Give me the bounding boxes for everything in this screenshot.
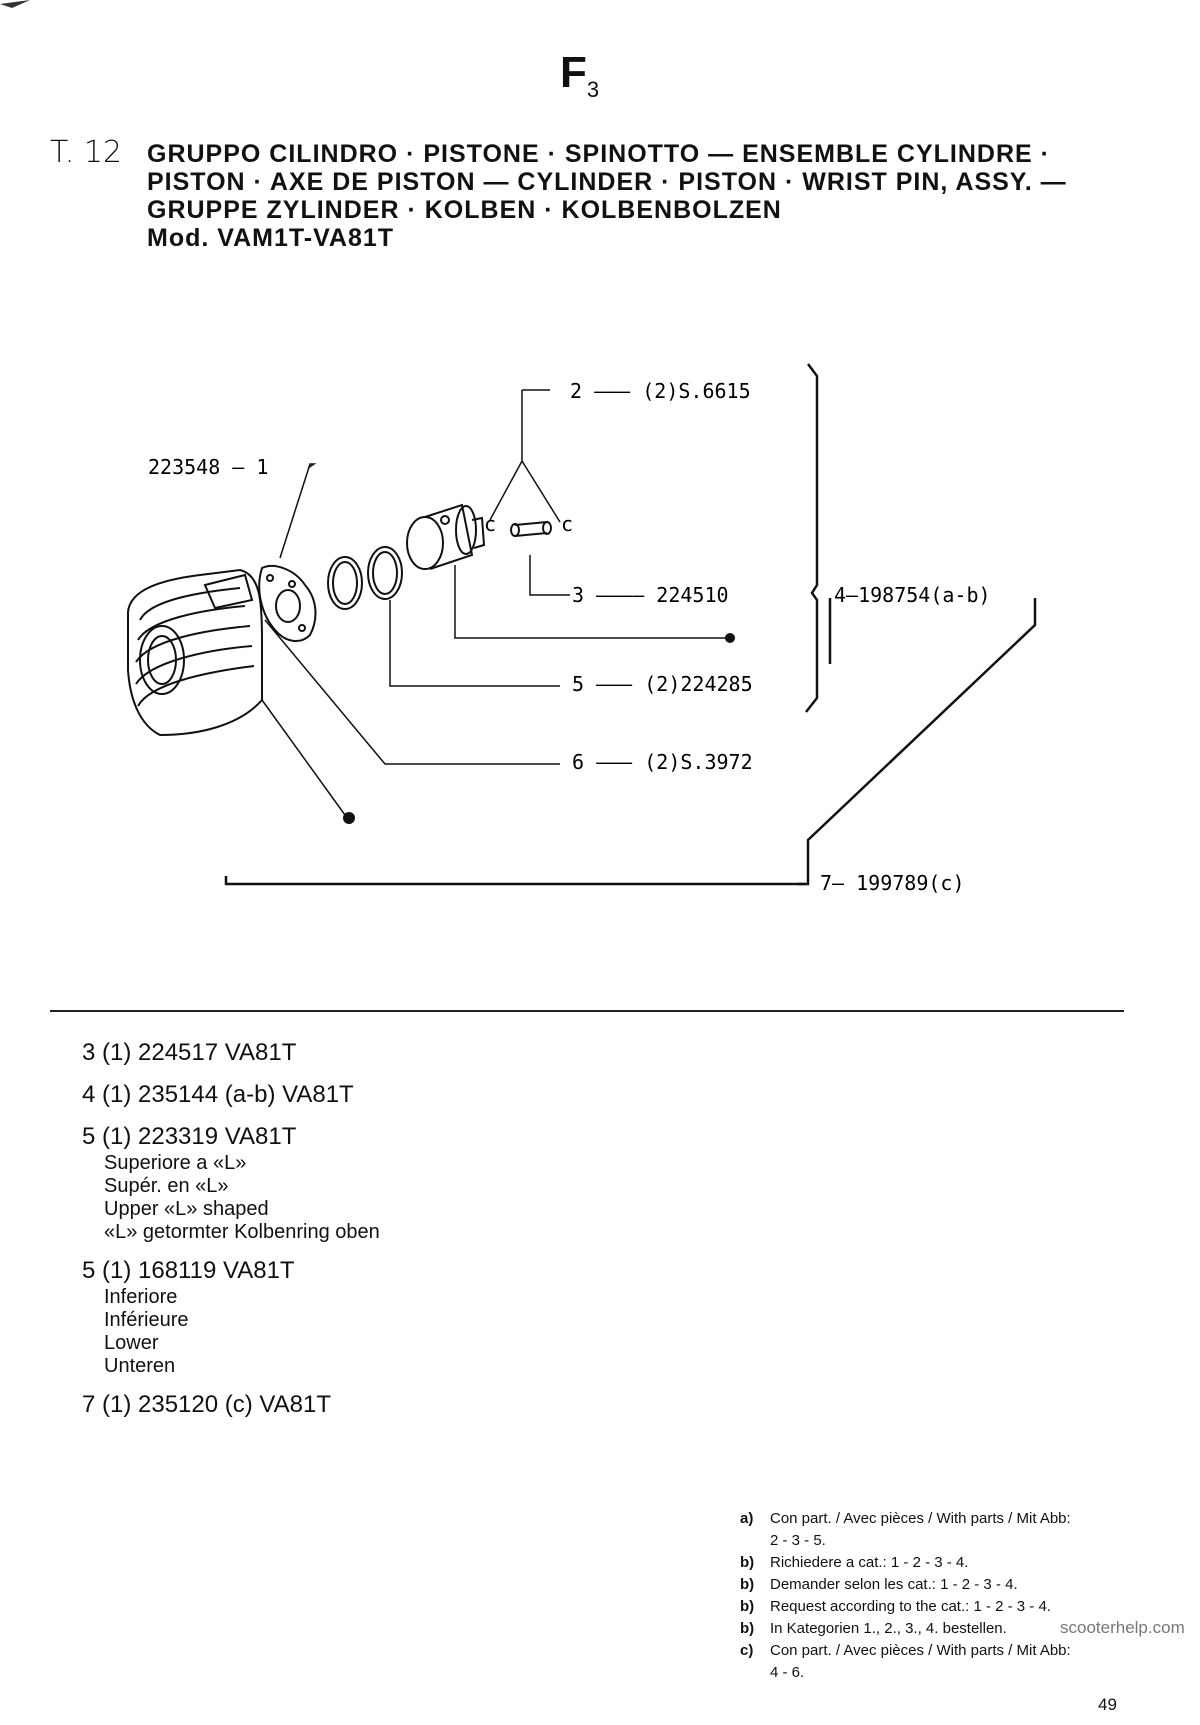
footnote-text: Con part. / Avec pièces / With parts / M… <box>770 1642 1071 1681</box>
footnote-text: Con part. / Avec pièces / With parts / M… <box>770 1510 1071 1549</box>
variant-description: Unteren <box>104 1355 176 1377</box>
title-line: PISTON · AXE DE PISTON — CYLINDER · PIST… <box>147 168 1067 196</box>
variant-description: Upper «L» shaped <box>104 1198 269 1220</box>
variant-list: 3 (1) 224517 VA81T 4 (1) 235144 (a-b) VA8… <box>82 1038 682 1432</box>
section-number: 3 <box>586 76 600 102</box>
gasket-drawing <box>258 565 317 642</box>
exploded-parts-diagram: c c 223548 — 1 2 ——— (2)S.6615 3 ———— 22… <box>127 363 1037 895</box>
footnote-key: b) <box>740 1598 755 1615</box>
wrist-pin-drawing <box>510 521 552 537</box>
piston-ring-drawing <box>327 556 363 610</box>
callout-1: 223548 — 1 <box>148 455 268 479</box>
footnote-key: b) <box>740 1576 755 1593</box>
section-code: F3 <box>560 48 599 103</box>
footnote: c) Con part. / Avec pièces / With parts /… <box>740 1640 1200 1684</box>
variant-code: 5 (1) 168119 VA81T <box>82 1257 295 1284</box>
divider <box>50 1010 1124 1012</box>
title-line: GRUPPO CILINDRO · PISTONE · SPINOTTO — E… <box>147 140 1050 168</box>
variant-code: 5 (1) 223319 VA81T <box>82 1123 297 1150</box>
callout-2: 2 ——— (2)S.6615 <box>570 379 751 403</box>
table-number: T. 12 <box>50 135 123 170</box>
footnote-text: Demander selon les cat.: 1 - 2 - 3 - 4. <box>770 1576 1018 1593</box>
variant-code: 4 (1) 235144 (a-b) VA81T <box>82 1081 354 1108</box>
title-line: Mod. VAM1T-VA81T <box>147 224 395 252</box>
footnote-key: b) <box>740 1554 755 1571</box>
footnote-text: In Kategorien 1., 2., 3., 4. bestellen. <box>770 1620 1007 1637</box>
callout-7: 7— 199789(c) <box>820 871 965 895</box>
callout-6: 6 ——— (2)S.3972 <box>572 750 753 774</box>
piston-drawing <box>406 503 486 570</box>
piston-ring-drawing <box>367 546 403 600</box>
variant-code: 3 (1) 224517 VA81T <box>82 1039 297 1066</box>
variant-description: Superiore a «L» <box>104 1152 247 1174</box>
footnote: b) Demander selon les cat.: 1 - 2 - 3 - 4… <box>740 1574 1200 1596</box>
clip-label: c <box>561 512 573 536</box>
footnotes: a) Con part. / Avec pièces / With parts /… <box>740 1508 1200 1684</box>
footnote: a) Con part. / Avec pièces / With parts /… <box>740 1508 1200 1552</box>
variant-description: Lower <box>104 1332 159 1354</box>
corner-mark <box>0 0 30 8</box>
variant-description: Inferiore <box>104 1286 178 1308</box>
footnote: b) Request according to the cat.: 1 - 2 -… <box>740 1596 1200 1618</box>
footnote-text: Request according to the cat.: 1 - 2 - 3… <box>770 1598 1051 1615</box>
variant-item: 4 (1) 235144 (a-b) VA81T <box>82 1080 682 1110</box>
cylinder-drawing <box>127 568 263 737</box>
footnote-key: a) <box>740 1510 754 1527</box>
footnote-text: Richiedere a cat.: 1 - 2 - 3 - 4. <box>770 1554 969 1571</box>
clip-label: c <box>484 512 496 536</box>
variant-description: Supér. en «L» <box>104 1175 229 1197</box>
variant-code: 7 (1) 235120 (c) VA81T <box>82 1391 332 1418</box>
footnote-key: c) <box>740 1642 754 1659</box>
title-line: GRUPPE ZYLINDER · KOLBEN · KOLBENBOLZEN <box>147 196 782 224</box>
footnote: b) In Kategorien 1., 2., 3., 4. bestellen… <box>740 1618 1200 1640</box>
callout-5: 5 ——— (2)224285 <box>572 672 753 696</box>
watermark-text: scooterhelp.com <box>1060 1618 1185 1637</box>
variant-item: 7 (1) 235120 (c) VA81T <box>82 1390 682 1420</box>
variant-description: Inférieure <box>104 1309 189 1331</box>
variant-item: 3 (1) 224517 VA81T <box>82 1038 682 1068</box>
footnote: b) Richiedere a cat.: 1 - 2 - 3 - 4. <box>740 1552 1200 1574</box>
callout-4: 4—198754(a-b) <box>834 583 991 607</box>
section-letter: F <box>560 48 587 97</box>
footnote-key: b) <box>740 1620 755 1637</box>
variant-description: «L» getormter Kolbenring oben <box>104 1221 380 1243</box>
callout-3: 3 ———— 224510 <box>572 583 729 607</box>
page-number: 49 <box>1098 1695 1117 1714</box>
page-title: GRUPPO CILINDRO · PISTONE · SPINOTTO — E… <box>147 140 1147 252</box>
